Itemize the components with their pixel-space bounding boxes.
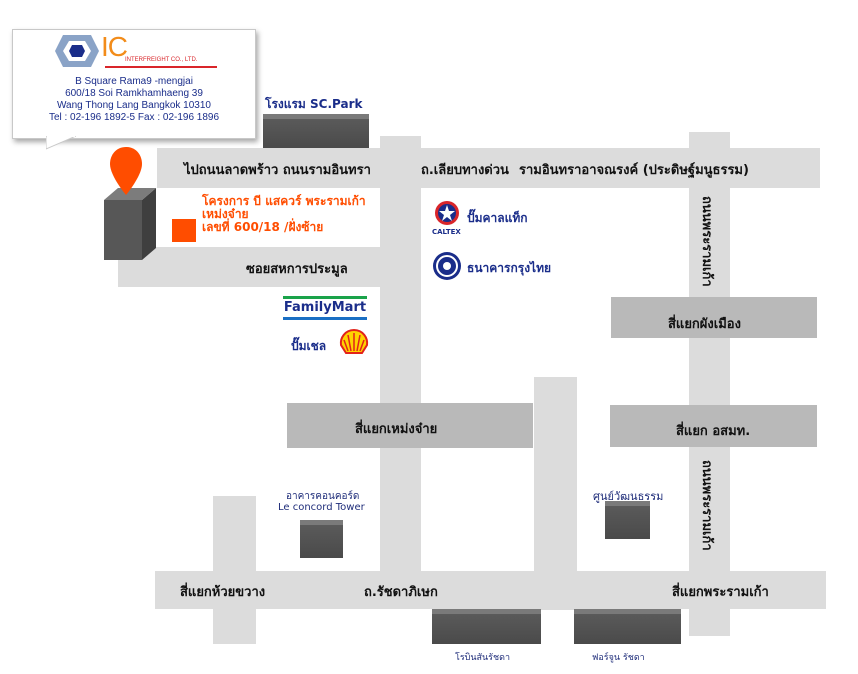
company-info-box: IC INTERFREIGHT CO., LTD. B Square Rama9…	[12, 29, 256, 139]
fortune-label: ฟอร์จูน รัชดา	[592, 653, 645, 663]
project-label-line3: เลขที่ 600/18 /ฝั่งซ้าย	[202, 220, 324, 234]
intersection-osmt: สี่แยก อสมท.	[676, 424, 751, 439]
company-logo-icon	[55, 35, 99, 67]
familymart-logo: FamilyMart	[283, 296, 367, 320]
location-pin-icon[interactable]	[108, 145, 144, 197]
junction-osmt	[610, 405, 817, 447]
road-label-right-upper: ถนนพระรามเก้า	[699, 196, 714, 287]
intersection-rama9: สี่แยกพระรามเก้า	[672, 585, 769, 600]
junction-meng-jai	[287, 403, 533, 448]
road-label-right-lower: ถนนพระรามเก้า	[699, 460, 714, 551]
road-label-top-mid: ถ.เลียบทางด่วน	[421, 163, 509, 178]
road-label-soi: ซอยสหการประมูล	[246, 262, 348, 277]
ktb-icon	[433, 252, 461, 280]
hotel-label: โรงแรม SC.Park	[265, 97, 363, 111]
road-label-top-left: ไปถนนลาดพร้าว ถนนรามอินทรา	[184, 163, 371, 178]
familymart-stripe-top	[283, 296, 367, 299]
robinson-label: โรบินสันรัชดา	[455, 653, 511, 663]
intersection-phang-mueang: สี่แยกผังเมือง	[668, 317, 741, 332]
address-line-2: 600/18 Soi Ramkhamhaeng 39	[65, 88, 203, 99]
intersection-meng-jai: สี่แยกเหม่งจ๋าย	[355, 422, 438, 437]
address-line-3: Wang Thong Lang Bangkok 10310	[56, 100, 211, 111]
intersection-huai-khwang: สี่แยกห้วยขวาง	[180, 585, 266, 600]
caltex-logo-text: CALTEX	[432, 228, 461, 236]
address-line-4: Tel : 02-196 1892-5 Fax : 02-196 1896	[48, 112, 220, 123]
project-label-line1: โครงการ บี แสควร์ พระรามเก้า	[202, 194, 366, 208]
shell-label: ปั๊มเชล	[291, 339, 327, 353]
caltex-icon	[435, 201, 459, 225]
fortune-building	[574, 609, 681, 644]
road-ratchada	[155, 571, 826, 609]
project-building	[104, 188, 156, 260]
company-logo-swoosh	[105, 66, 217, 68]
cultural-center-building	[605, 501, 650, 539]
address-line-1: B Square Rama9 -mengjai	[75, 76, 193, 87]
project-label-line2: เหม่งจ๋าย	[202, 207, 249, 221]
shell-icon	[339, 328, 369, 354]
road-huai-khwang-vertical	[213, 496, 256, 644]
road-soi-sahakarn	[118, 247, 380, 287]
road-rama9-vertical	[689, 132, 730, 636]
le-concord-label-th: อาคารคอนคอร์ด	[286, 491, 360, 502]
familymart-stripe-bottom	[283, 317, 367, 320]
infobox-pointer	[46, 136, 76, 150]
cultural-center-label: ศูนย์วัฒนธรรม	[593, 490, 664, 503]
hotel-building	[263, 114, 369, 148]
project-marker-square	[172, 219, 196, 242]
road-label-ratchada: ถ.รัชดาภิเษก	[364, 585, 438, 600]
company-address: B Square Rama9 -mengjai 600/18 Soi Ramkh…	[13, 76, 255, 124]
junction-phang-mueang	[611, 297, 817, 338]
caltex-label: ปั๊มคาลแท็ก	[467, 211, 528, 225]
le-concord-building	[300, 520, 343, 558]
le-concord-label-en: Le concord Tower	[278, 502, 365, 513]
company-logo-main: IC	[101, 31, 128, 62]
ktb-label: ธนาคารกรุงไทย	[467, 261, 552, 275]
robinson-building	[432, 609, 541, 644]
project-label: โครงการ บี แสควร์ พระรามเก้า เหม่งจ๋าย เ…	[202, 195, 366, 234]
company-logo-sub: INTERFREIGHT CO., LTD.	[125, 57, 198, 63]
familymart-label: FamilyMart	[283, 300, 367, 315]
road-liap-thang-duan	[380, 136, 421, 606]
road-label-top-right: รามอินทราอาจณรงค์ (ประดิษฐ์มนูธรรม)	[519, 163, 749, 178]
